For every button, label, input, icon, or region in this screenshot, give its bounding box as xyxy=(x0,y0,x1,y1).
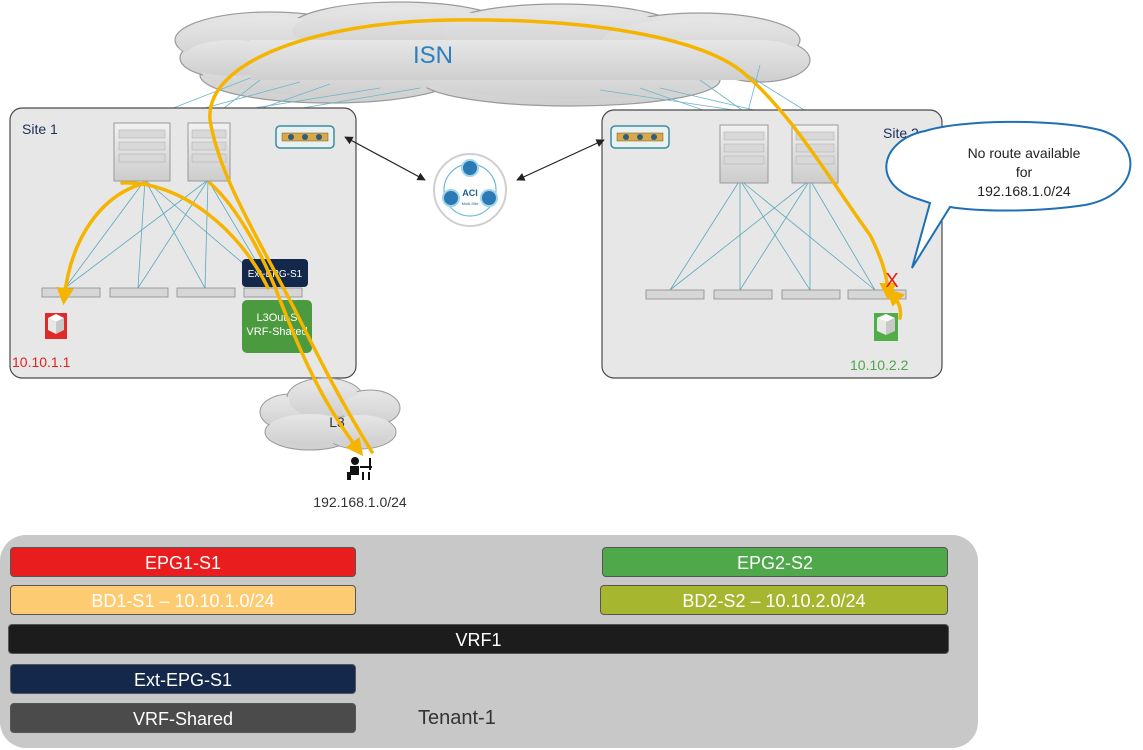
epg2-s2-bar: EPG2-S2 xyxy=(602,547,948,577)
ext-epg-s1-bar: Ext-EPG-S1 xyxy=(10,664,356,694)
traffic-paths xyxy=(56,18,905,457)
msc-link-site2 xyxy=(516,139,605,181)
callout-line-3: 192.168.1.0/24 xyxy=(977,183,1071,199)
leaf-switch-icon xyxy=(781,289,841,300)
site1-local-path-2 xyxy=(120,181,270,290)
spine-switch-icon xyxy=(719,124,769,184)
leaf-switch-icon xyxy=(109,287,169,298)
site2-return-path xyxy=(886,288,905,320)
site1-endpoint-ip: 10.10.1.1 xyxy=(12,354,71,370)
spine-switch-icon xyxy=(113,122,171,182)
endpoint-server-icon xyxy=(874,313,898,341)
site2-fabric-links xyxy=(669,179,876,291)
l3out-label: L3Out-S xyxy=(257,312,298,324)
epg1-s1-bar: EPG1-S1 xyxy=(10,547,356,577)
isn-cloud-icon xyxy=(174,1,811,107)
leaf-switch-icon xyxy=(713,289,773,300)
l3out-vrf-label: VRF-Shared xyxy=(246,326,307,338)
site1-local-path-1 xyxy=(56,181,147,306)
bd2-s2-bar: BD2-S2 – 10.10.2.0/24 xyxy=(600,585,948,615)
bd1-s1-bar: BD1-S1 – 10.10.1.0/24 xyxy=(10,585,356,615)
callout-line-1: No route available xyxy=(968,145,1081,161)
no-route-x-mark: X xyxy=(885,270,898,292)
path-to-user xyxy=(208,181,364,457)
isn-label: ISN xyxy=(413,42,453,69)
leaf-switch-icon xyxy=(645,289,705,300)
msc-link-site1 xyxy=(344,136,426,181)
site2-box xyxy=(601,109,943,379)
leaf-switch-icon xyxy=(847,289,907,300)
no-route-callout: No route available for 192.168.1.0/24 xyxy=(885,120,1132,269)
external-subnet-label: 192.168.1.0/24 xyxy=(313,494,407,510)
apic-cluster-icon xyxy=(610,125,670,149)
spine-switch-icon xyxy=(187,122,231,182)
leaf-switch-icon xyxy=(41,287,101,298)
endpoint-server-icon xyxy=(45,313,67,339)
leaf-switch-icon xyxy=(243,287,303,298)
tenant-label: Tenant-1 xyxy=(418,707,496,729)
callout-line-2: for xyxy=(1016,164,1033,180)
apic-cluster-icon xyxy=(275,125,335,149)
aci-sublabel: Multi-Site xyxy=(462,201,479,206)
vrf-shared-bar: VRF-Shared xyxy=(10,703,356,733)
aci-label: ACI xyxy=(462,188,478,198)
site2-endpoint-ip: 10.10.2.2 xyxy=(850,357,909,373)
leaf-switch-icon xyxy=(176,287,236,298)
path-to-site2 xyxy=(208,18,897,454)
vrf1-bar: VRF1 xyxy=(8,624,949,654)
site1-label: Site 1 xyxy=(22,121,58,137)
external-user-icon xyxy=(347,457,372,480)
aci-multisite-icon: ACI Multi-Site xyxy=(433,153,507,227)
